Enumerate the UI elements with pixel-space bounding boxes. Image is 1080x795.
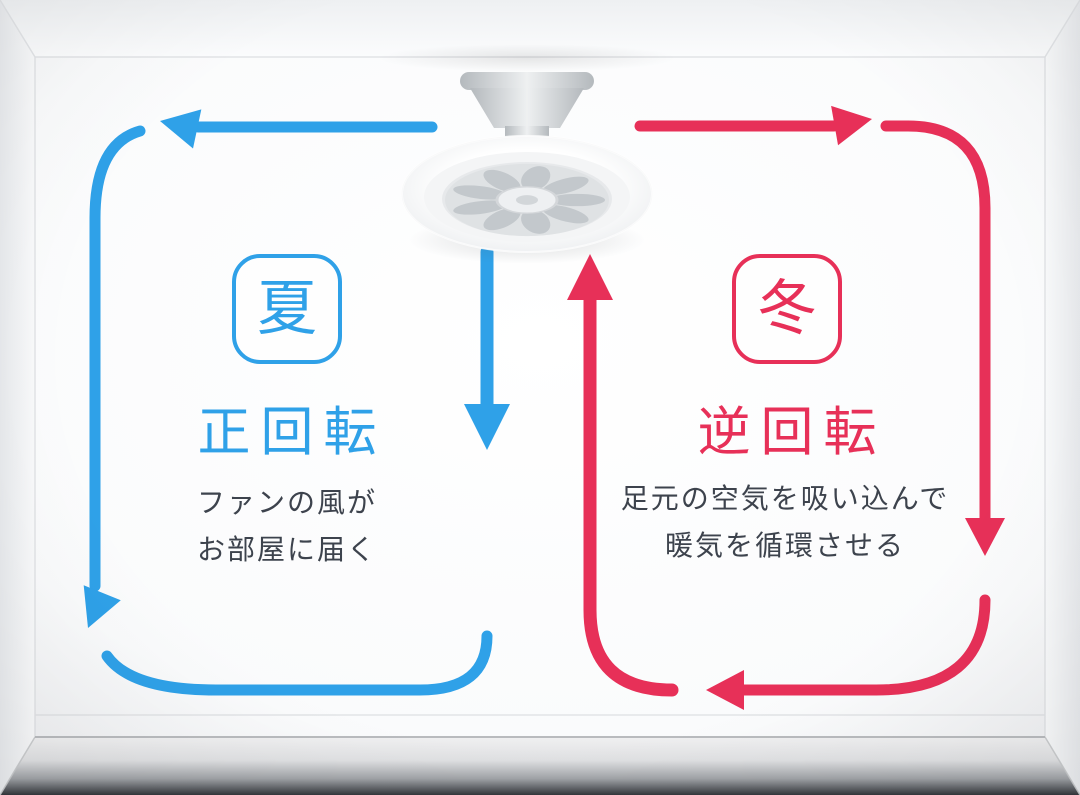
ceiling-fan-light-icon	[377, 44, 677, 264]
ceiling	[0, 0, 1080, 57]
summer-badge-label: 夏	[257, 276, 317, 342]
winter-mode-description: 足元の空気を吸い込んで 暖気を循環させる	[590, 476, 980, 570]
summer-floor-flow-line	[101, 630, 493, 696]
arrowhead-up-icon	[567, 254, 613, 300]
arrowhead-down-icon	[464, 404, 510, 450]
winter-updraft-line	[583, 293, 679, 697]
summer-leftwall-flow-line	[89, 125, 146, 592]
arrowhead-left2-icon	[706, 670, 744, 710]
summer-mode-description: ファンの風が お部屋に届く	[107, 480, 467, 574]
left-wall	[0, 0, 35, 795]
arrowhead-down-left-icon	[83, 585, 121, 628]
arrowhead-left-icon	[160, 109, 202, 149]
fan-blades	[445, 163, 609, 237]
summer-desc-line-2: お部屋に届く	[196, 535, 377, 566]
summer-badge: 夏	[232, 254, 342, 364]
summer-desc-line-1: ファンの風が	[196, 488, 377, 519]
winter-badge: 冬	[732, 254, 842, 364]
arrowhead-down-icon	[965, 518, 1005, 556]
summer-mode-title: 正回転	[197, 404, 387, 462]
summer-airflow-arrows	[83, 109, 510, 696]
arrowhead-right-icon	[831, 105, 872, 146]
winter-rightwall-flow-line	[880, 120, 991, 524]
floor	[0, 737, 1080, 795]
winter-desc-line-1: 足元の空気を吸い込んで	[620, 484, 950, 515]
winter-mode-title: 逆回転	[697, 404, 887, 462]
winter-desc-line-2: 暖気を循環させる	[664, 531, 905, 562]
winter-badge-label: 冬	[757, 276, 817, 342]
right-wall	[1045, 0, 1080, 795]
winter-floor-flow-line	[738, 594, 991, 696]
winter-airflow-arrows	[567, 105, 1005, 710]
